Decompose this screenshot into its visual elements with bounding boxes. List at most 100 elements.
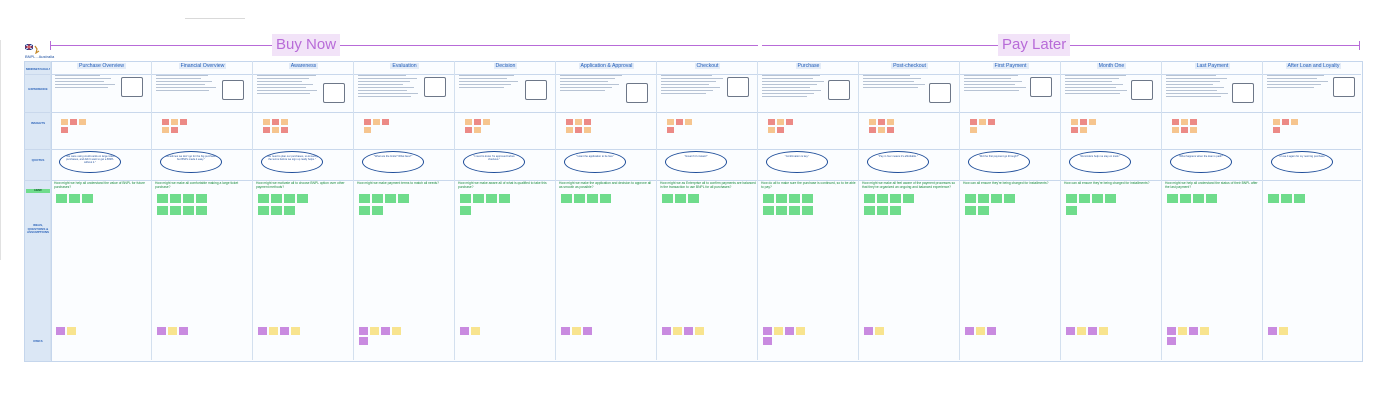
insight-sticky[interactable]	[465, 119, 472, 125]
idea-sticky[interactable]	[1206, 194, 1217, 203]
insight-sticky[interactable]	[887, 119, 894, 125]
risk-sticky[interactable]	[785, 327, 794, 335]
insight-sticky[interactable]	[281, 119, 288, 125]
risk-sticky[interactable]	[763, 327, 772, 335]
insight-sticky[interactable]	[1190, 127, 1197, 133]
idea-sticky[interactable]	[890, 206, 901, 215]
stage-title[interactable]: First Payment	[960, 63, 1061, 69]
insight-sticky[interactable]	[566, 119, 573, 125]
risk-sticky[interactable]	[965, 327, 974, 335]
risk-sticky[interactable]	[370, 327, 379, 335]
insight-sticky[interactable]	[777, 127, 784, 133]
insight-sticky[interactable]	[887, 127, 894, 133]
idea-sticky[interactable]	[486, 194, 497, 203]
stage-title[interactable]: Month One	[1061, 63, 1162, 69]
insight-sticky[interactable]	[768, 119, 775, 125]
insight-sticky[interactable]	[162, 127, 169, 133]
risk-sticky[interactable]	[291, 327, 300, 335]
risk-sticky[interactable]	[1066, 327, 1075, 335]
insight-sticky[interactable]	[1089, 119, 1096, 125]
insight-sticky[interactable]	[171, 127, 178, 133]
risk-sticky[interactable]	[1077, 327, 1086, 335]
insight-sticky[interactable]	[970, 127, 977, 133]
insight-sticky[interactable]	[483, 119, 490, 125]
idea-sticky[interactable]	[372, 206, 383, 215]
stage-title[interactable]: Financial Overview	[152, 63, 253, 69]
insight-sticky[interactable]	[584, 119, 591, 125]
idea-sticky[interactable]	[1105, 194, 1116, 203]
idea-sticky[interactable]	[359, 194, 370, 203]
insight-sticky[interactable]	[61, 119, 68, 125]
insight-sticky[interactable]	[171, 119, 178, 125]
insight-sticky[interactable]	[1291, 119, 1298, 125]
insight-sticky[interactable]	[1181, 119, 1188, 125]
insight-sticky[interactable]	[1282, 119, 1289, 125]
idea-sticky[interactable]	[56, 194, 67, 203]
idea-sticky[interactable]	[1281, 194, 1292, 203]
insight-sticky[interactable]	[272, 119, 279, 125]
idea-sticky[interactable]	[789, 206, 800, 215]
insight-sticky[interactable]	[1080, 119, 1087, 125]
risk-sticky[interactable]	[763, 337, 772, 345]
insight-sticky[interactable]	[364, 127, 371, 133]
risk-sticky[interactable]	[1167, 337, 1176, 345]
idea-sticky[interactable]	[473, 194, 484, 203]
stage-title[interactable]: Purchase	[758, 63, 859, 69]
insight-sticky[interactable]	[162, 119, 169, 125]
idea-sticky[interactable]	[965, 206, 976, 215]
insight-sticky[interactable]	[575, 119, 582, 125]
idea-sticky[interactable]	[864, 194, 875, 203]
idea-sticky[interactable]	[385, 194, 396, 203]
idea-sticky[interactable]	[258, 194, 269, 203]
insight-sticky[interactable]	[979, 119, 986, 125]
risk-sticky[interactable]	[269, 327, 278, 335]
insight-sticky[interactable]	[382, 119, 389, 125]
insight-sticky[interactable]	[1080, 127, 1087, 133]
insight-sticky[interactable]	[786, 119, 793, 125]
idea-sticky[interactable]	[460, 206, 471, 215]
risk-sticky[interactable]	[1178, 327, 1187, 335]
idea-sticky[interactable]	[258, 206, 269, 215]
insight-sticky[interactable]	[465, 127, 472, 133]
idea-sticky[interactable]	[183, 194, 194, 203]
idea-sticky[interactable]	[1004, 194, 1015, 203]
idea-sticky[interactable]	[1066, 194, 1077, 203]
insight-sticky[interactable]	[1071, 119, 1078, 125]
idea-sticky[interactable]	[1268, 194, 1279, 203]
idea-sticky[interactable]	[271, 206, 282, 215]
idea-sticky[interactable]	[877, 194, 888, 203]
risk-sticky[interactable]	[1099, 327, 1108, 335]
idea-sticky[interactable]	[1193, 194, 1204, 203]
insight-sticky[interactable]	[1273, 119, 1280, 125]
idea-sticky[interactable]	[1079, 194, 1090, 203]
idea-sticky[interactable]	[398, 194, 409, 203]
risk-sticky[interactable]	[662, 327, 671, 335]
insight-sticky[interactable]	[263, 127, 270, 133]
risk-sticky[interactable]	[280, 327, 289, 335]
stage-title[interactable]: Checkout	[657, 63, 758, 69]
risk-sticky[interactable]	[796, 327, 805, 335]
risk-sticky[interactable]	[392, 327, 401, 335]
insight-sticky[interactable]	[281, 127, 288, 133]
risk-sticky[interactable]	[381, 327, 390, 335]
risk-sticky[interactable]	[774, 327, 783, 335]
risk-sticky[interactable]	[56, 327, 65, 335]
idea-sticky[interactable]	[877, 206, 888, 215]
idea-sticky[interactable]	[561, 194, 572, 203]
risk-sticky[interactable]	[864, 327, 873, 335]
idea-sticky[interactable]	[170, 206, 181, 215]
insight-sticky[interactable]	[667, 127, 674, 133]
risk-sticky[interactable]	[976, 327, 985, 335]
idea-sticky[interactable]	[271, 194, 282, 203]
insight-sticky[interactable]	[1172, 119, 1179, 125]
risk-sticky[interactable]	[168, 327, 177, 335]
risk-sticky[interactable]	[471, 327, 480, 335]
insight-sticky[interactable]	[364, 119, 371, 125]
insight-sticky[interactable]	[61, 127, 68, 133]
idea-sticky[interactable]	[978, 194, 989, 203]
idea-sticky[interactable]	[82, 194, 93, 203]
risk-sticky[interactable]	[572, 327, 581, 335]
idea-sticky[interactable]	[574, 194, 585, 203]
idea-sticky[interactable]	[890, 194, 901, 203]
risk-sticky[interactable]	[359, 337, 368, 345]
